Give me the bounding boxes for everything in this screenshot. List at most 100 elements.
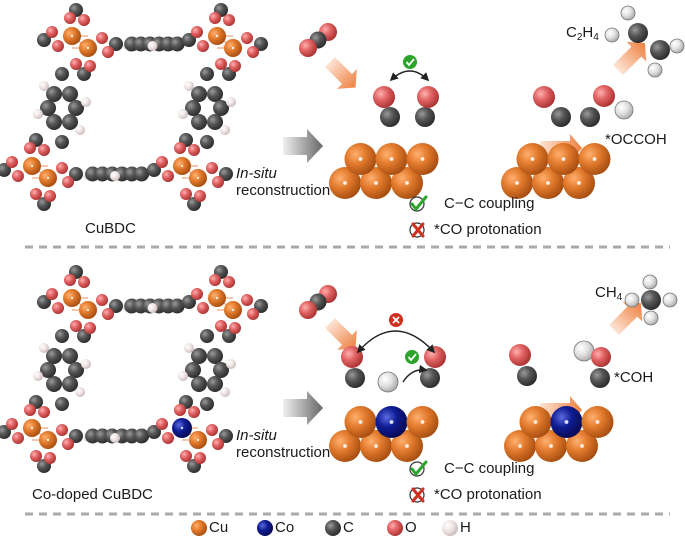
oxygen-atom [247, 46, 259, 58]
legend-swatch-cu [191, 520, 207, 536]
carbon-atom [37, 295, 51, 309]
oxygen-atom [62, 438, 74, 450]
oxygen-atom [162, 432, 174, 444]
atom-highlight [30, 426, 34, 430]
product-formula-part: C [566, 24, 577, 41]
oxygen-atom [223, 14, 235, 26]
carbon-atom [254, 37, 268, 51]
hydrogen-atom [226, 97, 236, 107]
oxygen-atom [533, 86, 555, 108]
oxygen-atom [174, 404, 186, 416]
carbon-atom [46, 348, 62, 364]
oxygen-atom [12, 432, 24, 444]
reconstruction-arrow [283, 129, 323, 163]
atom-highlight [343, 181, 347, 185]
oxygen-atom [38, 406, 50, 418]
cross-icon [411, 222, 425, 238]
oxygen-atom [212, 438, 224, 450]
desorption-arrow [609, 301, 643, 335]
carbon-atom [200, 397, 214, 411]
carbon-atom [254, 299, 268, 313]
checklist-item-bottom-protonation: *CO protonation [434, 486, 542, 503]
oxygen-atom [24, 404, 36, 416]
atom-highlight [405, 444, 409, 448]
check-badge-icon [405, 350, 419, 364]
atom-highlight [561, 157, 566, 161]
carbon-atom [68, 100, 84, 116]
carbon-atom [200, 329, 214, 343]
atom-highlight [343, 444, 347, 448]
oxygen-atom [215, 58, 227, 70]
product-formula-part: H [582, 24, 594, 41]
carbon-atom [68, 362, 84, 378]
oxygen-atom [156, 156, 168, 168]
oxygen-atom [174, 142, 186, 154]
carbon-atom [191, 114, 207, 130]
hydrogen-atom [81, 359, 91, 369]
carbon-atom [185, 362, 201, 378]
carbon-atom [169, 298, 185, 314]
hydrogen-atom [620, 5, 636, 21]
oxygen-atom [206, 162, 218, 174]
hydrogen-atom [184, 81, 194, 91]
atom-highlight [358, 420, 363, 424]
hydrogen-atom [624, 292, 640, 308]
hydrogen-atom [662, 292, 678, 308]
atom-highlight [231, 308, 235, 312]
atom-highlight [515, 181, 519, 185]
carbon-atom [62, 348, 78, 364]
carbon-atom [551, 107, 571, 127]
legend-label-cu: Cu [209, 519, 229, 536]
carbon-atom [213, 362, 229, 378]
carbon-atom [134, 166, 150, 182]
atom-highlight [518, 444, 522, 448]
oxygen-atom [44, 452, 56, 464]
hydrogen-atom [377, 371, 399, 393]
hydrogen-atom [178, 109, 188, 119]
oxygen-atom [188, 144, 200, 156]
atom-highlight [533, 420, 538, 424]
oxygen-atom [229, 322, 241, 334]
carbon-atom [134, 428, 150, 444]
atom-highlight [577, 181, 581, 185]
carbon-atom [69, 429, 83, 443]
carbon-atom [62, 376, 78, 392]
oxygen-atom [84, 60, 96, 72]
atom-highlight [196, 438, 200, 442]
carbon-atom [200, 135, 214, 149]
carbon-atom [415, 107, 435, 127]
oxygen-atom [180, 188, 192, 200]
carbon-atom [109, 37, 123, 51]
carbon-atom [517, 366, 537, 386]
carbon-atom [46, 114, 62, 130]
product-formula-sub: 2 [576, 32, 583, 43]
carbon-atom [200, 67, 214, 81]
hydrogen-atom [81, 97, 91, 107]
atom-highlight [405, 181, 409, 185]
atom-highlight [215, 34, 219, 38]
oxygen-atom [424, 346, 446, 368]
carbon-atom [628, 23, 648, 43]
oxygen-atom [373, 86, 395, 108]
carbon-atom [182, 295, 196, 309]
carbon-atom [147, 425, 161, 439]
carbon-atom [46, 376, 62, 392]
oxygen-atom [212, 176, 224, 188]
coupling-arc-arrow [389, 70, 430, 82]
check-badge-icon [403, 55, 417, 69]
hydrogen-atom [643, 310, 659, 326]
oxygen-atom [12, 170, 24, 182]
legend-label-c: C [343, 519, 354, 536]
hydrogen-atom [147, 303, 158, 313]
product-formula-part: CH [595, 284, 617, 301]
carbon-atom [207, 114, 223, 130]
carbon-atom [55, 135, 69, 149]
oxygen-atom [56, 162, 68, 174]
oxygen-atom [593, 85, 615, 107]
atom-highlight [86, 46, 90, 50]
oxygen-atom [46, 288, 58, 300]
oxygen-atom [197, 302, 209, 314]
legend-swatch-c [325, 520, 341, 536]
atom-highlight [46, 176, 50, 180]
